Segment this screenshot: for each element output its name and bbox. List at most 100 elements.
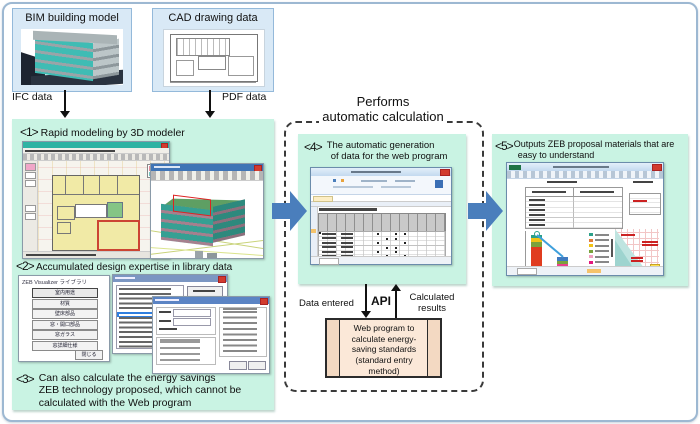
cad-drawing-image — [163, 29, 265, 87]
selected-text-blob — [119, 313, 159, 316]
proposal-toolbar — [507, 171, 663, 179]
title-text-blob — [115, 277, 135, 279]
sidebar-tool-pink — [25, 163, 36, 171]
zeb-library-dialog: ZEB Visualizer ライブラリ 室内用途 材質 壁床部品 窓・開口部品… — [18, 275, 110, 362]
table-data-rows — [318, 231, 446, 257]
plan-line — [117, 176, 118, 194]
step1-number: <1> — [20, 125, 39, 139]
web-box-left-strip — [327, 320, 340, 376]
cad-modeler-canvas — [38, 161, 169, 252]
viewer-3d-window — [150, 163, 264, 259]
ribbon-blob — [381, 186, 411, 188]
step3-number: <3> — [16, 372, 35, 386]
bim-building-image — [21, 29, 123, 85]
cad-modeler-sidebar — [23, 161, 38, 252]
step4-heading: <4> The automatic generation of data for… — [304, 140, 447, 163]
library-button: 窓詳細仕様 — [32, 340, 98, 351]
pdf-arrow-head — [205, 111, 215, 118]
file-tab — [509, 164, 521, 170]
cad-plan-room-right — [228, 56, 254, 76]
cad-modeler-menubar — [23, 148, 169, 154]
library-button: 室内用途 — [32, 288, 98, 298]
building-side-face — [213, 199, 245, 243]
cad-modeler-window — [22, 141, 170, 259]
ifc-arrow-line — [64, 90, 66, 112]
plan-red-room — [97, 220, 140, 251]
web-box-line4: (standard entry — [355, 354, 413, 365]
header-text-blob — [580, 191, 614, 193]
plan-green-room — [107, 202, 123, 218]
excel-close-icon — [440, 169, 450, 176]
plan-courtyard — [75, 204, 107, 218]
step5-number: <5> — [495, 139, 514, 153]
excel-row-headers — [311, 207, 318, 257]
data-generation-panel: <4> The automatic generation of data for… — [298, 134, 466, 284]
ribbon-icon — [333, 179, 336, 182]
summary-table-rows — [526, 197, 622, 228]
dropdown-field — [173, 318, 211, 326]
field-label-blob — [159, 328, 177, 330]
cad-data-label: CAD drawing data — [168, 12, 258, 24]
bim-facade-side — [93, 38, 119, 80]
energy-bar-chart — [517, 231, 583, 267]
sheet-text-blob — [547, 181, 577, 183]
excel-column-headers — [311, 202, 451, 207]
data-entered-arrow-head — [361, 311, 371, 318]
calculated-line1: Calculated — [409, 292, 455, 303]
step3-line3: calculated with the Web program — [38, 396, 192, 409]
cad-modeler-titlebar — [23, 142, 169, 148]
red-value-blob — [633, 200, 647, 202]
header-text-blob — [532, 191, 566, 193]
button-text-blob — [193, 290, 215, 292]
data-entered-label: Data entered — [299, 298, 354, 309]
sidebar-tool — [25, 180, 36, 187]
excel-name-box — [313, 196, 333, 202]
step3-heading: <3> Can also calculate the energy saving… — [16, 372, 241, 409]
plan-line — [53, 194, 139, 195]
ribbon-icon — [341, 179, 344, 182]
excel-ribbon — [311, 176, 451, 195]
output-panel: <5> Outputs ZEB proposal materials that … — [492, 134, 688, 286]
calculated-results-label: Calculated results — [406, 292, 458, 315]
red-annotation-blob — [631, 257, 643, 259]
form-group-box — [219, 307, 267, 357]
title-text-blob — [351, 171, 401, 173]
plan-room — [57, 206, 75, 220]
row-label-blobs — [529, 199, 545, 201]
proposal-sheet — [511, 179, 661, 267]
step1-heading: <1> Rapid modeling by 3D modeler — [20, 125, 185, 139]
plan-line — [65, 176, 66, 194]
list-dialog-close-icon — [218, 276, 226, 283]
flow-title-line2: automatic calculation — [319, 108, 447, 124]
library-button: 材質 — [32, 298, 98, 309]
title-text-blob — [154, 166, 180, 168]
yellow-callout — [650, 264, 660, 267]
cad-plan-core — [198, 56, 226, 70]
viewer-3d-toolbar — [151, 171, 263, 181]
sheet-title-blob — [319, 208, 377, 211]
bar-after — [557, 257, 568, 267]
chart-legend — [589, 233, 611, 267]
calculated-arrow-head — [391, 284, 401, 291]
sheet-tab — [517, 268, 537, 275]
sidebar-tool — [25, 172, 36, 179]
step2-text: Accumulated design expertise in library … — [35, 262, 233, 273]
sheet-tab — [319, 258, 339, 265]
form-dialog-close-icon — [260, 298, 268, 305]
viewer-3d-titlebar — [151, 164, 263, 171]
cad-data-box: CAD drawing data — [152, 8, 274, 92]
web-box-line1: Web program to — [353, 323, 415, 333]
menu-text-blob — [25, 150, 115, 152]
table-header-block — [318, 213, 446, 232]
zeb-chart-y-label-blob — [611, 239, 613, 257]
proposal-close-icon — [652, 164, 662, 171]
sidebar-tool — [25, 205, 36, 212]
library-button: 窓ガラス — [32, 330, 98, 340]
status-text-blob — [26, 254, 96, 256]
zeb-library-dialog-title: ZEB Visualizer ライブラリ — [22, 280, 87, 286]
sidebar-tool — [25, 213, 36, 220]
flow-title: Performs automatic calculation — [287, 94, 479, 124]
step3-line2: ZEB technology proposed, which cannot be — [38, 384, 242, 397]
excel-grid — [318, 207, 450, 257]
